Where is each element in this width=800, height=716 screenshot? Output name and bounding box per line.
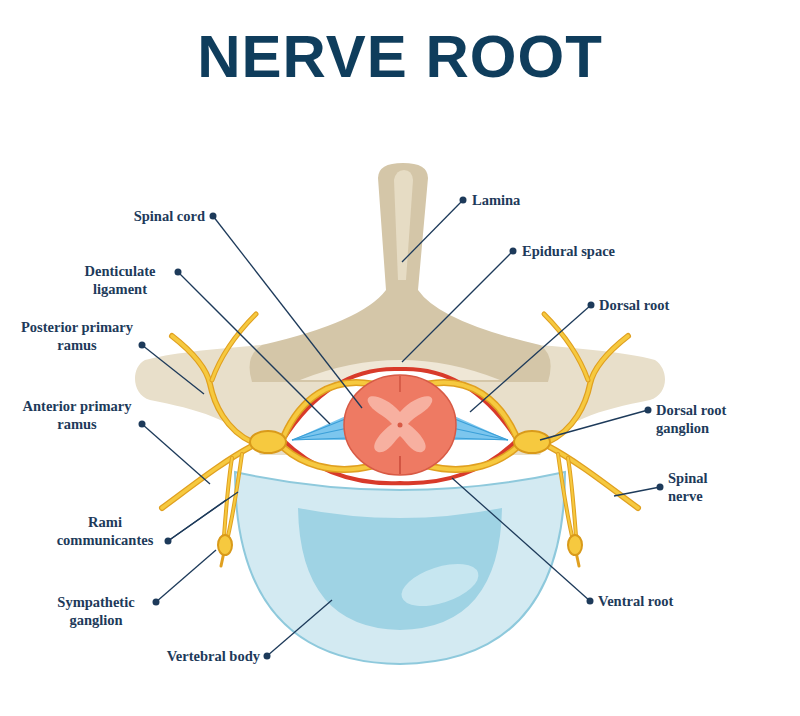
- rami-communicantes: [228, 454, 242, 536]
- median-fissure: [399, 456, 401, 474]
- leader-line: [540, 410, 648, 440]
- spinal-cord: [344, 375, 456, 475]
- part-label: Vertebral body: [120, 647, 260, 665]
- leader-dot: [657, 484, 664, 491]
- leader-line: [178, 272, 330, 424]
- leader-dot: [588, 302, 595, 309]
- fibre: [292, 438, 348, 440]
- leader-lines: [142, 200, 660, 656]
- leader-dot: [210, 213, 217, 220]
- part-label: Sympathetic ganglion: [40, 593, 152, 629]
- fibre: [452, 418, 508, 440]
- leader-dot: [175, 269, 182, 276]
- leader-dot: [139, 421, 146, 428]
- part-label: Rami communicantes: [46, 513, 164, 549]
- nerves-right: [428, 314, 638, 566]
- leader-line: [452, 478, 590, 601]
- vertebral-body-shine: [396, 556, 483, 615]
- leader-line: [142, 424, 210, 484]
- lamina-highlight: [394, 170, 413, 280]
- leader-dot: [165, 538, 172, 545]
- part-label: Dorsal root ganglion: [656, 401, 748, 437]
- leader-dots: [139, 197, 664, 660]
- part-label: Spinal cord: [95, 207, 205, 225]
- leader-dot: [645, 407, 652, 414]
- leader-line: [213, 216, 362, 408]
- posterior-ramus-branch: [212, 314, 256, 380]
- vertebral-body-inner: [298, 508, 502, 630]
- part-label: Denticulate ligament: [70, 262, 170, 298]
- fibre: [292, 428, 348, 440]
- sympathetic-ganglion: [218, 535, 232, 555]
- part-label: Lamina: [472, 191, 562, 209]
- median-sulcus: [399, 376, 400, 392]
- leader-dot: [153, 599, 160, 606]
- leader-line: [470, 305, 591, 412]
- posterior-ramus-branch: [212, 314, 256, 380]
- part-label: Anterior primary ramus: [20, 397, 134, 433]
- fibre: [452, 428, 508, 440]
- leader-dot: [264, 653, 271, 660]
- leader-line: [402, 200, 463, 262]
- part-label: Epidural space: [522, 242, 672, 260]
- vertebral-body: [235, 472, 565, 664]
- leader-dot: [510, 248, 517, 255]
- part-label: Posterior primary ramus: [20, 318, 134, 354]
- posterior-ramus: [172, 336, 252, 442]
- leader-line: [267, 600, 332, 656]
- leader-dot: [587, 598, 594, 605]
- denticulate-ligament: [292, 415, 348, 440]
- dorsal-root-ganglion: [250, 431, 286, 453]
- denticulate-ligament: [452, 415, 508, 440]
- fibre: [292, 418, 348, 440]
- leader-line: [402, 251, 513, 362]
- leader-line: [168, 492, 238, 541]
- leader-line: [156, 550, 216, 602]
- part-label: Spinal nerve: [668, 469, 730, 505]
- leader-line: [142, 345, 204, 394]
- title: NERVE ROOT: [0, 22, 800, 91]
- central-canal: [398, 423, 403, 428]
- nerves: [162, 314, 372, 566]
- grey-matter: [368, 396, 433, 452]
- part-label: Ventral root: [598, 592, 728, 610]
- leader-dot: [139, 342, 146, 349]
- part-label: Dorsal root: [599, 296, 709, 314]
- leader-dot: [460, 197, 467, 204]
- posterior-ramus: [172, 336, 252, 442]
- fibre: [452, 438, 508, 440]
- leader-line: [614, 487, 660, 496]
